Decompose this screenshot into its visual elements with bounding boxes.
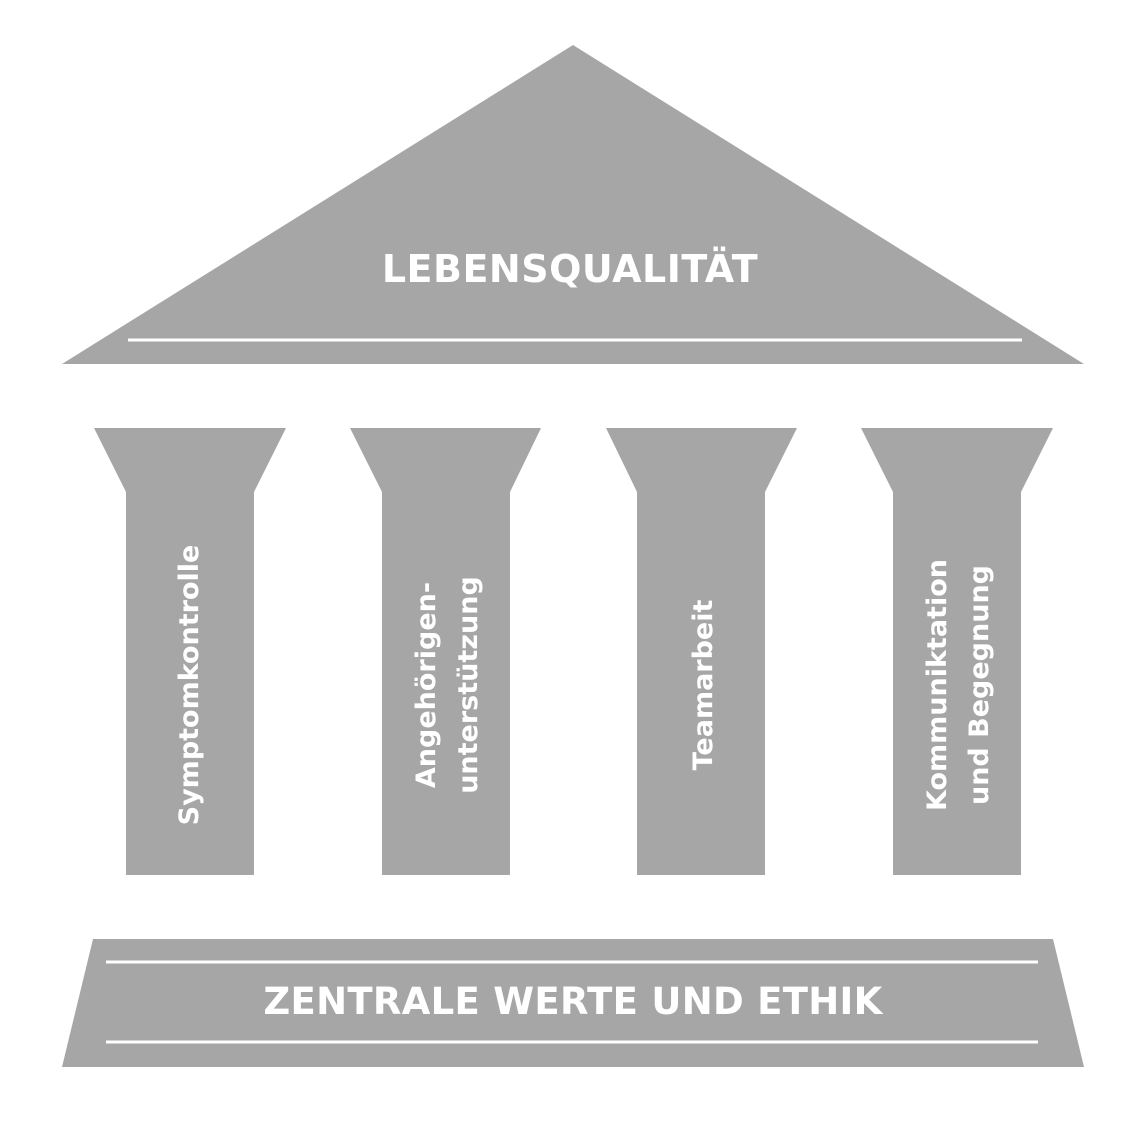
pillar-2-label: Angehörigen- unterstützung bbox=[408, 505, 488, 865]
pillar-4-label-line-2: und Begegnung bbox=[964, 564, 995, 806]
pillar-2-label-line-2: unterstützung bbox=[453, 576, 484, 794]
base-trapezoid bbox=[62, 939, 1084, 1067]
pillar-1-shape bbox=[94, 428, 286, 875]
roof-triangle bbox=[62, 45, 1084, 364]
pillar-2-label-line-1: Angehörigen- bbox=[411, 581, 442, 789]
pillar-4-shape bbox=[861, 428, 1053, 875]
pillar-1-label: Symptomkontrolle bbox=[150, 505, 230, 865]
pillar-3-shape bbox=[606, 428, 797, 875]
pillar-2-shape bbox=[350, 428, 541, 875]
pillar-4-label-line-1: Kommuniktation bbox=[922, 559, 953, 811]
pillar-4-label: Kommuniktation und Begegnung bbox=[919, 505, 999, 865]
pillar-3-label: Teamarbeit bbox=[664, 505, 744, 865]
pillar-1-label-line-1: Symptomkontrolle bbox=[174, 544, 205, 826]
base-label: ZENTRALE WERTE UND ETHIK bbox=[263, 980, 883, 1023]
roof-label: LEBENSQUALITÄT bbox=[381, 247, 759, 291]
pillar-3-label-line-1: Teamarbeit bbox=[688, 599, 719, 771]
